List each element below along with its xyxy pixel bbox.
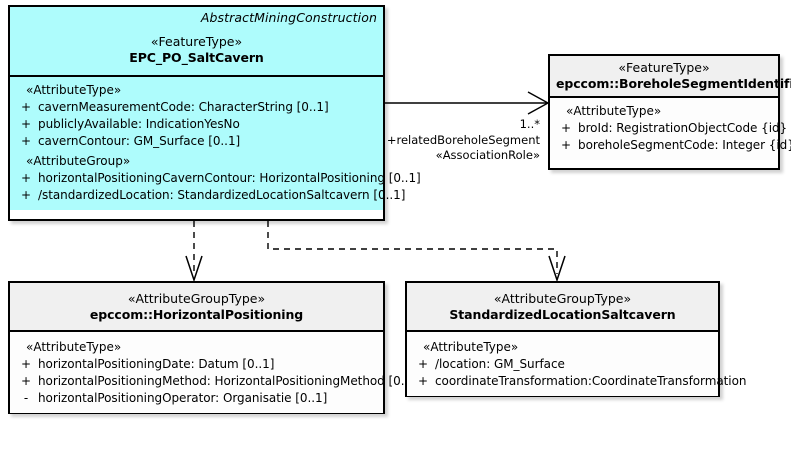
attribute-row: + broId: RegistrationObjectCode {id} [554, 120, 787, 137]
attribute-row: + cavernMeasurementCode: CharacterString… [14, 99, 379, 116]
class-box-borehole-segment-identification[interactable]: «FeatureType» epccom::BoreholeSegmentIde… [548, 54, 791, 170]
attribute-visibility: + [560, 138, 572, 152]
association-multiplicity: 1..* [519, 117, 540, 131]
dependency-open-arrowhead-left [185, 255, 203, 283]
attribute-visibility: + [560, 121, 572, 135]
attribute-visibility: + [417, 374, 429, 388]
attribute-row: + cavernContour: GM_Surface [0..1] [14, 133, 379, 150]
attribute-signature: coordinateTransformation:CoordinateTrans… [435, 374, 747, 388]
class-name-label: epccom::BoreholeSegmentIdentification [556, 76, 791, 91]
association-role-stereotype: «AssociationRole» [435, 148, 540, 162]
attribute-signature: horizontalPositioningCavernContour: Hori… [38, 171, 421, 185]
attribute-visibility: - [23, 391, 29, 405]
dependency-to-horizontal-positioning[interactable] [185, 221, 203, 283]
attribute-signature: cavernContour: GM_Surface [0..1] [38, 134, 241, 148]
class-name-label: StandardizedLocationSaltcavern [449, 307, 676, 322]
attribute-row: + horizontalPositioningDate: Datum [0..1… [14, 356, 379, 373]
attribute-visibility: + [417, 357, 429, 371]
attribute-row: + /location: GM_Surface [411, 356, 714, 373]
attribute-row: + publiclyAvailable: IndicationYesNo [14, 116, 379, 133]
class-box-horizontal-positioning[interactable]: «AttributeGroupType» epccom::HorizontalP… [8, 281, 417, 414]
attribute-signature: horizontalPositioningOperator: Organisat… [38, 391, 328, 405]
attribute-row: + boreholeSegmentCode: Integer {id} [554, 137, 791, 154]
class-attributes-standardized-location-saltcavern: «AttributeType» + /location: GM_Surface … [407, 332, 747, 396]
dependency-line-right [267, 221, 558, 274]
attribute-visibility: + [20, 117, 32, 131]
class-name-label: epccom::HorizontalPositioning [89, 307, 304, 322]
attribute-group-label: «AttributeGroup» [26, 154, 131, 168]
dependency-open-arrowhead-right [548, 255, 566, 283]
attribute-group-label: «AttributeType» [26, 83, 122, 97]
attribute-group-label: «AttributeType» [566, 104, 662, 118]
attribute-visibility: + [20, 357, 32, 371]
attribute-visibility: + [20, 374, 32, 388]
class-header-epc-po-saltcavern: AbstractMiningConstruction «FeatureType»… [10, 7, 383, 77]
class-header-horizontal-positioning: «AttributeGroupType» epccom::HorizontalP… [10, 283, 383, 332]
class-attributes-horizontal-positioning: «AttributeType» + horizontalPositioningD… [10, 332, 417, 413]
class-name-label: EPC_PO_SaltCavern [129, 50, 264, 65]
class-header-borehole-segment-identification: «FeatureType» epccom::BoreholeSegmentIde… [550, 56, 791, 98]
class-attributes-epc-po-saltcavern: «AttributeType» + cavernMeasurementCode:… [10, 77, 421, 210]
class-header-standardized-location-saltcavern: «AttributeGroupType» StandardizedLocatio… [407, 283, 718, 332]
attribute-row: + coordinateTransformation:CoordinateTra… [411, 373, 747, 390]
attribute-row: + horizontalPositioningCavernContour: Ho… [14, 170, 421, 187]
package-name-label: AbstractMiningConstruction [200, 10, 377, 25]
attribute-signature: /standardizedLocation: StandardizedLocat… [38, 188, 406, 202]
attribute-signature: boreholeSegmentCode: Integer {id} [578, 138, 791, 152]
dependency-to-standardized-location[interactable] [267, 221, 566, 283]
attribute-signature: cavernMeasurementCode: CharacterString [… [38, 100, 329, 114]
class-stereotype-label: «AttributeGroupType» [493, 291, 632, 306]
attribute-visibility: + [20, 100, 32, 114]
attribute-signature: broId: RegistrationObjectCode {id} [578, 121, 788, 135]
association-open-arrowhead [527, 91, 550, 115]
attribute-signature: horizontalPositioningDate: Datum [0..1] [38, 357, 275, 371]
attribute-signature: horizontalPositioningMethod: HorizontalP… [38, 374, 417, 388]
attribute-row: + /standardizedLocation: StandardizedLoc… [14, 187, 405, 204]
attribute-row: + horizontalPositioningMethod: Horizonta… [14, 373, 417, 390]
attribute-visibility: + [20, 171, 32, 185]
class-attributes-borehole-segment-identification: «AttributeType» + broId: RegistrationObj… [550, 98, 791, 160]
class-box-epc-po-saltcavern[interactable]: AbstractMiningConstruction «FeatureType»… [8, 5, 421, 221]
attribute-signature: publiclyAvailable: IndicationYesNo [38, 117, 240, 131]
attribute-row: - horizontalPositioningOperator: Organis… [14, 390, 379, 407]
association-role-label: +relatedBoreholeSegment [386, 133, 540, 147]
attribute-visibility: + [20, 134, 32, 148]
attribute-visibility: + [20, 188, 32, 202]
attribute-group-label: «AttributeType» [26, 340, 122, 354]
class-stereotype-label: «FeatureType» [618, 60, 710, 75]
attribute-signature: /location: GM_Surface [435, 357, 565, 371]
association-related-borehole-segment[interactable] [384, 91, 550, 115]
class-stereotype-label: «FeatureType» [150, 34, 243, 49]
class-stereotype-label: «AttributeGroupType» [127, 291, 266, 306]
class-box-standardized-location-saltcavern[interactable]: «AttributeGroupType» StandardizedLocatio… [405, 281, 747, 397]
attribute-group-label: «AttributeType» [423, 340, 519, 354]
